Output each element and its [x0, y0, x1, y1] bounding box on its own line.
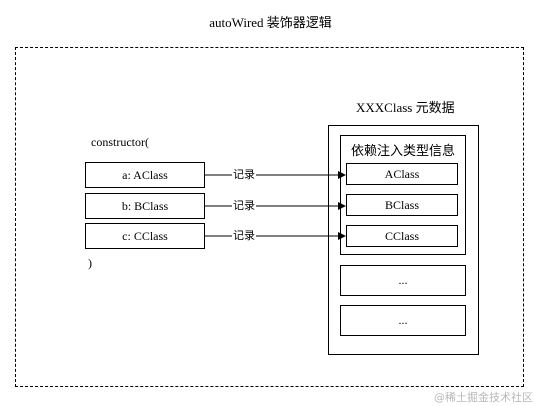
dependency-info-group: [340, 135, 466, 255]
constructor-open-label: constructor(: [91, 135, 149, 149]
info-item-aclass: AClass: [346, 163, 458, 185]
record-label-b: 记录: [232, 200, 256, 212]
record-label-a: 记录: [232, 169, 256, 181]
info-item-bclass: BClass: [346, 194, 458, 216]
extra-metadata-box-2: ...: [340, 305, 466, 336]
watermark: @稀土掘金技术社区: [434, 391, 533, 404]
param-box-a: a: AClass: [85, 162, 205, 188]
info-item-cclass: CClass: [346, 225, 458, 247]
metadata-box: [328, 125, 479, 355]
dependency-info-title: 依赖注入类型信息: [350, 143, 455, 158]
param-box-c: c: CClass: [85, 223, 205, 249]
metadata-title: XXXClass 元数据: [356, 100, 455, 115]
param-box-b: b: BClass: [85, 193, 205, 219]
constructor-close-label: ): [88, 256, 92, 270]
diagram-title: autoWired 装饰器逻辑: [209, 15, 332, 30]
extra-metadata-box-1: ...: [340, 265, 466, 296]
record-label-c: 记录: [232, 230, 256, 242]
outer-dashed-frame: [15, 47, 524, 387]
